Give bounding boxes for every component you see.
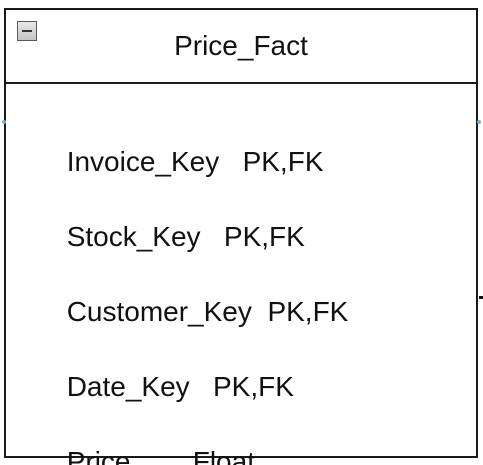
- attribute-spacer: [130, 446, 192, 465]
- price-fact-entity[interactable]: Price_Fact Invoice_Key PK,FK Stock_Key P…: [4, 8, 478, 465]
- attribute-name: Stock_Key: [66, 221, 201, 252]
- attribute-name: Customer_Key: [66, 296, 252, 327]
- entity-title: Price_Fact: [174, 30, 308, 61]
- attribute-row[interactable]: Price Float: [20, 402, 255, 465]
- attribute-name: Price: [66, 446, 131, 465]
- right-connection-point[interactable]: [477, 120, 481, 124]
- attribute-row[interactable]: Date_Key PK,FK: [20, 327, 294, 402]
- attribute-type: PK,FK: [267, 296, 349, 327]
- attribute-type: PK,FK: [242, 146, 324, 177]
- attribute-type: Float: [192, 446, 255, 465]
- attribute-spacer: [219, 146, 242, 177]
- attribute-name: Date_Key: [66, 371, 190, 402]
- entity-header: Price_Fact: [6, 10, 476, 84]
- attribute-spacer: [201, 221, 224, 252]
- attribute-row[interactable]: Customer_Key PK,FK: [20, 252, 349, 327]
- attribute-name: Invoice_Key: [66, 146, 220, 177]
- attribute-row[interactable]: Invoice_Key PK,FK: [20, 102, 324, 177]
- attribute-spacer: [252, 296, 268, 327]
- left-connection-point[interactable]: [2, 120, 6, 124]
- collapse-icon[interactable]: [17, 21, 37, 41]
- attribute-spacer: [190, 371, 213, 402]
- relationship-line-end[interactable]: [479, 296, 483, 299]
- attribute-type: PK,FK: [223, 221, 305, 252]
- attribute-row[interactable]: Stock_Key PK,FK: [20, 177, 305, 252]
- attribute-type: PK,FK: [213, 371, 294, 402]
